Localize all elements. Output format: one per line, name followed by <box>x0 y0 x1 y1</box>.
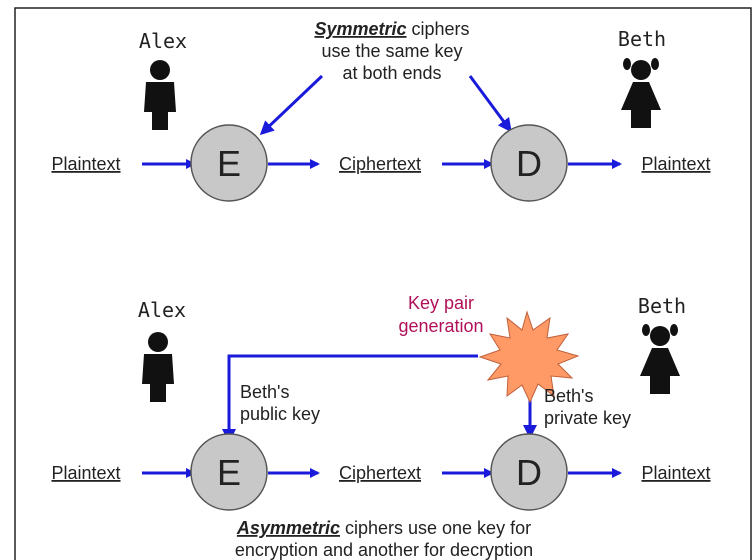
symmetric-caption-line1: Symmetric ciphers <box>314 19 469 39</box>
symmetric-decrypt-label: D <box>516 143 542 184</box>
male-person-icon <box>142 332 174 402</box>
public-key-label-line2: public key <box>240 404 320 424</box>
sender-name: Alex <box>139 29 187 53</box>
symmetric-caption-line3: at both ends <box>342 63 441 83</box>
keygen-label-line1: Key pair <box>408 293 474 313</box>
male-person-icon <box>144 60 176 130</box>
receiver-name-2: Beth <box>638 294 686 318</box>
public-key-arrow <box>222 354 478 443</box>
shared-key-arrow-to-encrypt <box>259 74 324 136</box>
private-key-label-line1: Beth's <box>544 386 593 406</box>
asymmetric-caption-line2: encryption and another for decryption <box>235 540 533 560</box>
asymmetric-decrypt-node <box>490 433 568 511</box>
asymmetric-caption-line1: Asymmetric ciphers use one key for <box>236 518 531 538</box>
asymmetric-encrypt-label: E <box>217 452 241 493</box>
shared-key-arrow-to-decrypt <box>468 75 512 133</box>
symmetric-caption-line2: use the same key <box>321 41 462 61</box>
asymmetric-encrypt-node <box>190 433 268 511</box>
female-person-icon <box>621 58 661 128</box>
symmetric-output-label: Plaintext <box>641 154 710 174</box>
symmetric-encrypt-label: E <box>217 143 241 184</box>
symmetric-caption-emph: Symmetric <box>314 19 406 39</box>
starburst-icon <box>478 310 580 404</box>
symmetric-middle-label: Ciphertext <box>339 154 421 174</box>
asymmetric-section: Alex Beth Key pair generation Beth's pub… <box>51 293 710 560</box>
sender-name-2: Alex <box>138 298 186 322</box>
symmetric-caption-rest: ciphers <box>407 19 470 39</box>
symmetric-input-label: Plaintext <box>51 154 120 174</box>
symmetric-section: Symmetric ciphers use the same key at bo… <box>51 19 711 202</box>
asymmetric-caption-rest: ciphers use one key for <box>340 518 531 538</box>
receiver-name: Beth <box>618 27 666 51</box>
asymmetric-output-label: Plaintext <box>641 463 710 483</box>
asymmetric-input-label: Plaintext <box>51 463 120 483</box>
private-key-label-line2: private key <box>544 408 631 428</box>
asymmetric-decrypt-label: D <box>516 452 542 493</box>
asymmetric-caption-emph: Asymmetric <box>236 518 340 538</box>
asymmetric-middle-label: Ciphertext <box>339 463 421 483</box>
diagram-border <box>14 7 752 560</box>
symmetric-encrypt-node <box>190 124 268 202</box>
keygen-label-line2: generation <box>398 316 483 336</box>
public-key-label-line1: Beth's <box>240 382 289 402</box>
female-person-icon <box>640 324 680 394</box>
symmetric-decrypt-node <box>490 124 568 202</box>
